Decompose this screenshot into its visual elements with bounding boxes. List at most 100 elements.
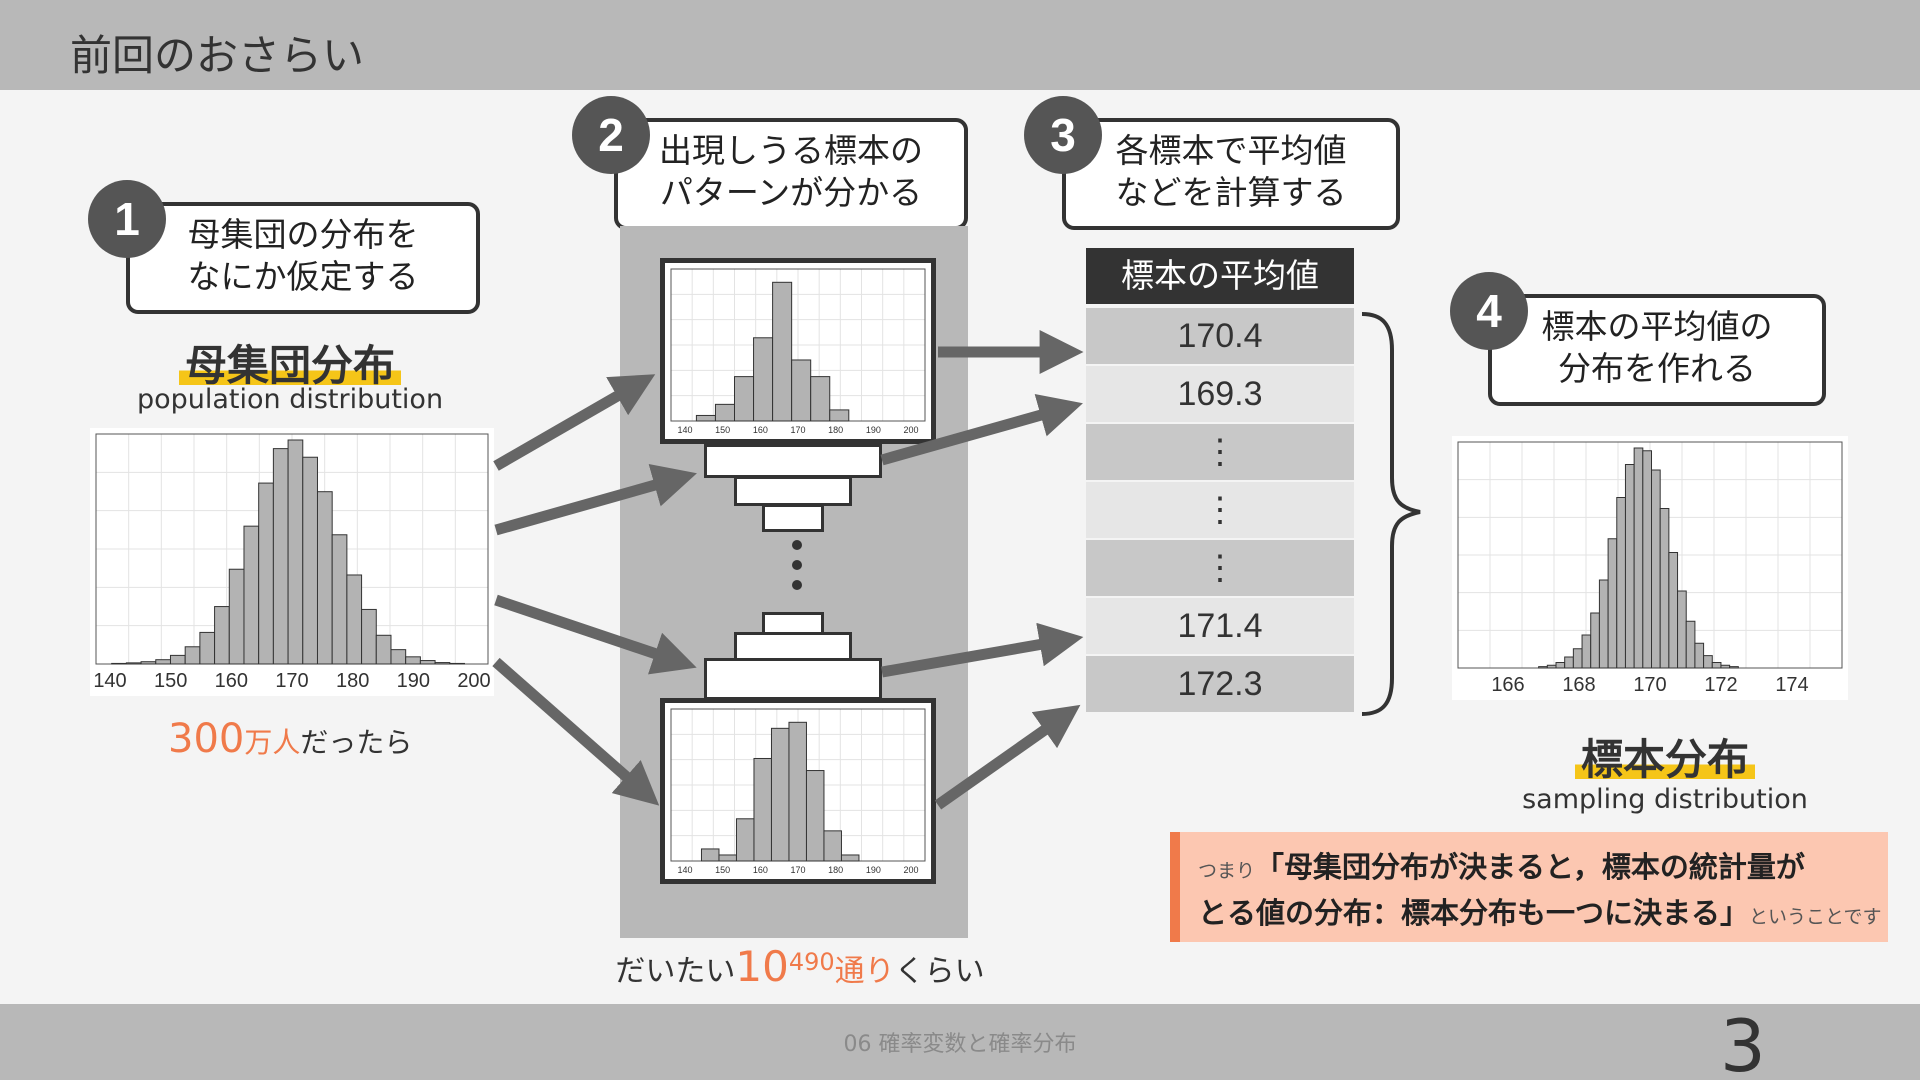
step-1-badge: 1 xyxy=(88,180,166,258)
pattern-count-suffix: くらい xyxy=(894,954,985,989)
x-tick-label: 150 xyxy=(715,865,730,875)
x-tick-label: 166 xyxy=(1491,674,1524,696)
step-1-line1: 母集団の分布を xyxy=(187,215,419,254)
ellipsis-dot xyxy=(792,560,802,570)
x-tick-label: 150 xyxy=(154,670,187,692)
histogram-bar xyxy=(1572,648,1583,669)
arrow-pop-to-sample-b xyxy=(492,657,660,806)
population-count-number: 300 xyxy=(168,716,245,762)
means-table-cell: 169.3 xyxy=(1086,366,1354,422)
x-tick-label: 150 xyxy=(715,425,730,435)
step-3-line1: 各標本で平均値 xyxy=(1115,131,1347,170)
histogram-bar xyxy=(772,281,793,422)
means-table-cell: ⋮ xyxy=(1086,424,1354,480)
summary-bold-2: とる値の分布：標本分布も一つに決まる」 xyxy=(1198,896,1750,930)
x-tick-label: 180 xyxy=(828,865,843,875)
footer-bar: 06 確率変数と確率分布 3 xyxy=(0,1004,1920,1080)
histogram-bar xyxy=(1538,666,1548,669)
population-count: 300万人だったら xyxy=(168,716,412,762)
x-tick-label: 200 xyxy=(903,865,918,875)
histogram-bar xyxy=(1729,666,1739,669)
means-brace xyxy=(1361,312,1421,716)
step-1-callout: 母集団の分布を なにか仮定する xyxy=(126,202,480,314)
step-3-badge: 3 xyxy=(1024,96,1102,174)
histogram-bar xyxy=(1668,552,1679,669)
histogram-bar xyxy=(449,662,465,665)
histogram-bar xyxy=(1651,469,1661,669)
ellipsis-dot xyxy=(792,580,802,590)
sampling-title-text: 標本分布 xyxy=(1574,735,1755,784)
page-title: 前回のおさらい xyxy=(70,31,365,80)
x-tick-label: 170 xyxy=(275,670,308,692)
x-tick-label: 168 xyxy=(1562,674,1595,696)
step-4-line2: 分布を作れる xyxy=(1558,349,1756,388)
summary-lead: つまり xyxy=(1198,860,1256,882)
x-tick-label: 170 xyxy=(790,425,805,435)
step-2-badge: 2 xyxy=(572,96,650,174)
pattern-count-base: 10 xyxy=(735,942,789,991)
histogram-bar xyxy=(1694,642,1705,669)
x-tick-label: 170 xyxy=(1633,674,1666,696)
arrow-slab-to-mean xyxy=(881,622,1084,678)
x-tick-label: 200 xyxy=(903,425,918,435)
histogram-bar xyxy=(805,770,825,862)
x-tick-label: 140 xyxy=(677,865,692,875)
summary-line-2: とる値の分布：標本分布も一つに決まる」ということです xyxy=(1198,890,1881,932)
course-title: 06 確率変数と確率分布 xyxy=(843,1032,1077,1057)
x-tick-label: 190 xyxy=(866,425,881,435)
histogram-bar xyxy=(1546,664,1557,669)
sampling-subtitle: sampling distribution xyxy=(1522,784,1808,815)
population-subtitle: population distribution xyxy=(136,384,444,415)
histogram-bar xyxy=(810,376,831,422)
arrow-pop-to-slab xyxy=(494,594,697,675)
histogram-bar xyxy=(1590,612,1600,669)
x-tick-label: 160 xyxy=(215,670,248,692)
histogram-bar xyxy=(1659,508,1670,669)
x-tick-label: 200 xyxy=(457,670,490,692)
step-3-callout: 各標本で平均値 などを計算する xyxy=(1062,118,1400,230)
histogram-bar xyxy=(1703,655,1713,669)
x-tick-label: 190 xyxy=(866,865,881,875)
means-table-cell: 172.3 xyxy=(1086,656,1354,712)
x-tick-label: 180 xyxy=(336,670,369,692)
summary-line-1: つまり「母集団分布が決まると，標本の統計量が xyxy=(1198,844,1805,886)
x-tick-label: 160 xyxy=(753,865,768,875)
pattern-count: だいたい10490通りくらい xyxy=(600,942,1000,991)
means-table-cell: 171.4 xyxy=(1086,598,1354,654)
means-table-cell: ⋮ xyxy=(1086,482,1354,538)
histogram-bar xyxy=(1720,664,1731,669)
histogram-bar xyxy=(1555,662,1566,669)
step-3-line2: などを計算する xyxy=(1115,173,1347,212)
x-tick-label: 140 xyxy=(93,670,126,692)
arrow-pop-to-sample-a xyxy=(493,374,656,471)
sample-stack-slab xyxy=(762,504,824,532)
x-tick-label: 170 xyxy=(790,865,805,875)
summary-note: つまり「母集団分布が決まると，標本の統計量が とる値の分布：標本分布も一つに決ま… xyxy=(1170,832,1888,942)
x-tick-label: 174 xyxy=(1775,674,1808,696)
histogram-bar xyxy=(1711,662,1722,669)
histogram-bar xyxy=(1607,538,1618,669)
x-tick-label: 180 xyxy=(828,425,843,435)
population-count-suffix: だったら xyxy=(300,726,413,759)
means-table-cell: ⋮ xyxy=(1086,540,1354,596)
step-2-line2: パターンが分かる xyxy=(659,173,923,212)
population-title: 母集団分布 xyxy=(120,332,460,393)
means-table-header: 標本の平均値 xyxy=(1086,248,1354,304)
arrow-sample-b-to-mean xyxy=(934,704,1081,810)
histogram-bar xyxy=(1685,620,1696,669)
population-title-text: 母集団分布 xyxy=(178,341,401,390)
histogram-bar xyxy=(1677,590,1687,669)
step-4-badge: 4 xyxy=(1450,272,1528,350)
histogram-bar xyxy=(823,830,842,862)
histogram-bar xyxy=(1564,656,1574,669)
means-table-cell: 170.4 xyxy=(1086,308,1354,364)
step-1-line2: なにか仮定する xyxy=(187,257,419,296)
sample-ellipsis xyxy=(782,540,812,590)
summary-tail: ということです xyxy=(1749,906,1882,928)
histogram-bar xyxy=(840,854,860,862)
x-tick-label: 140 xyxy=(677,425,692,435)
sampling-title: 標本分布 xyxy=(1500,726,1830,787)
